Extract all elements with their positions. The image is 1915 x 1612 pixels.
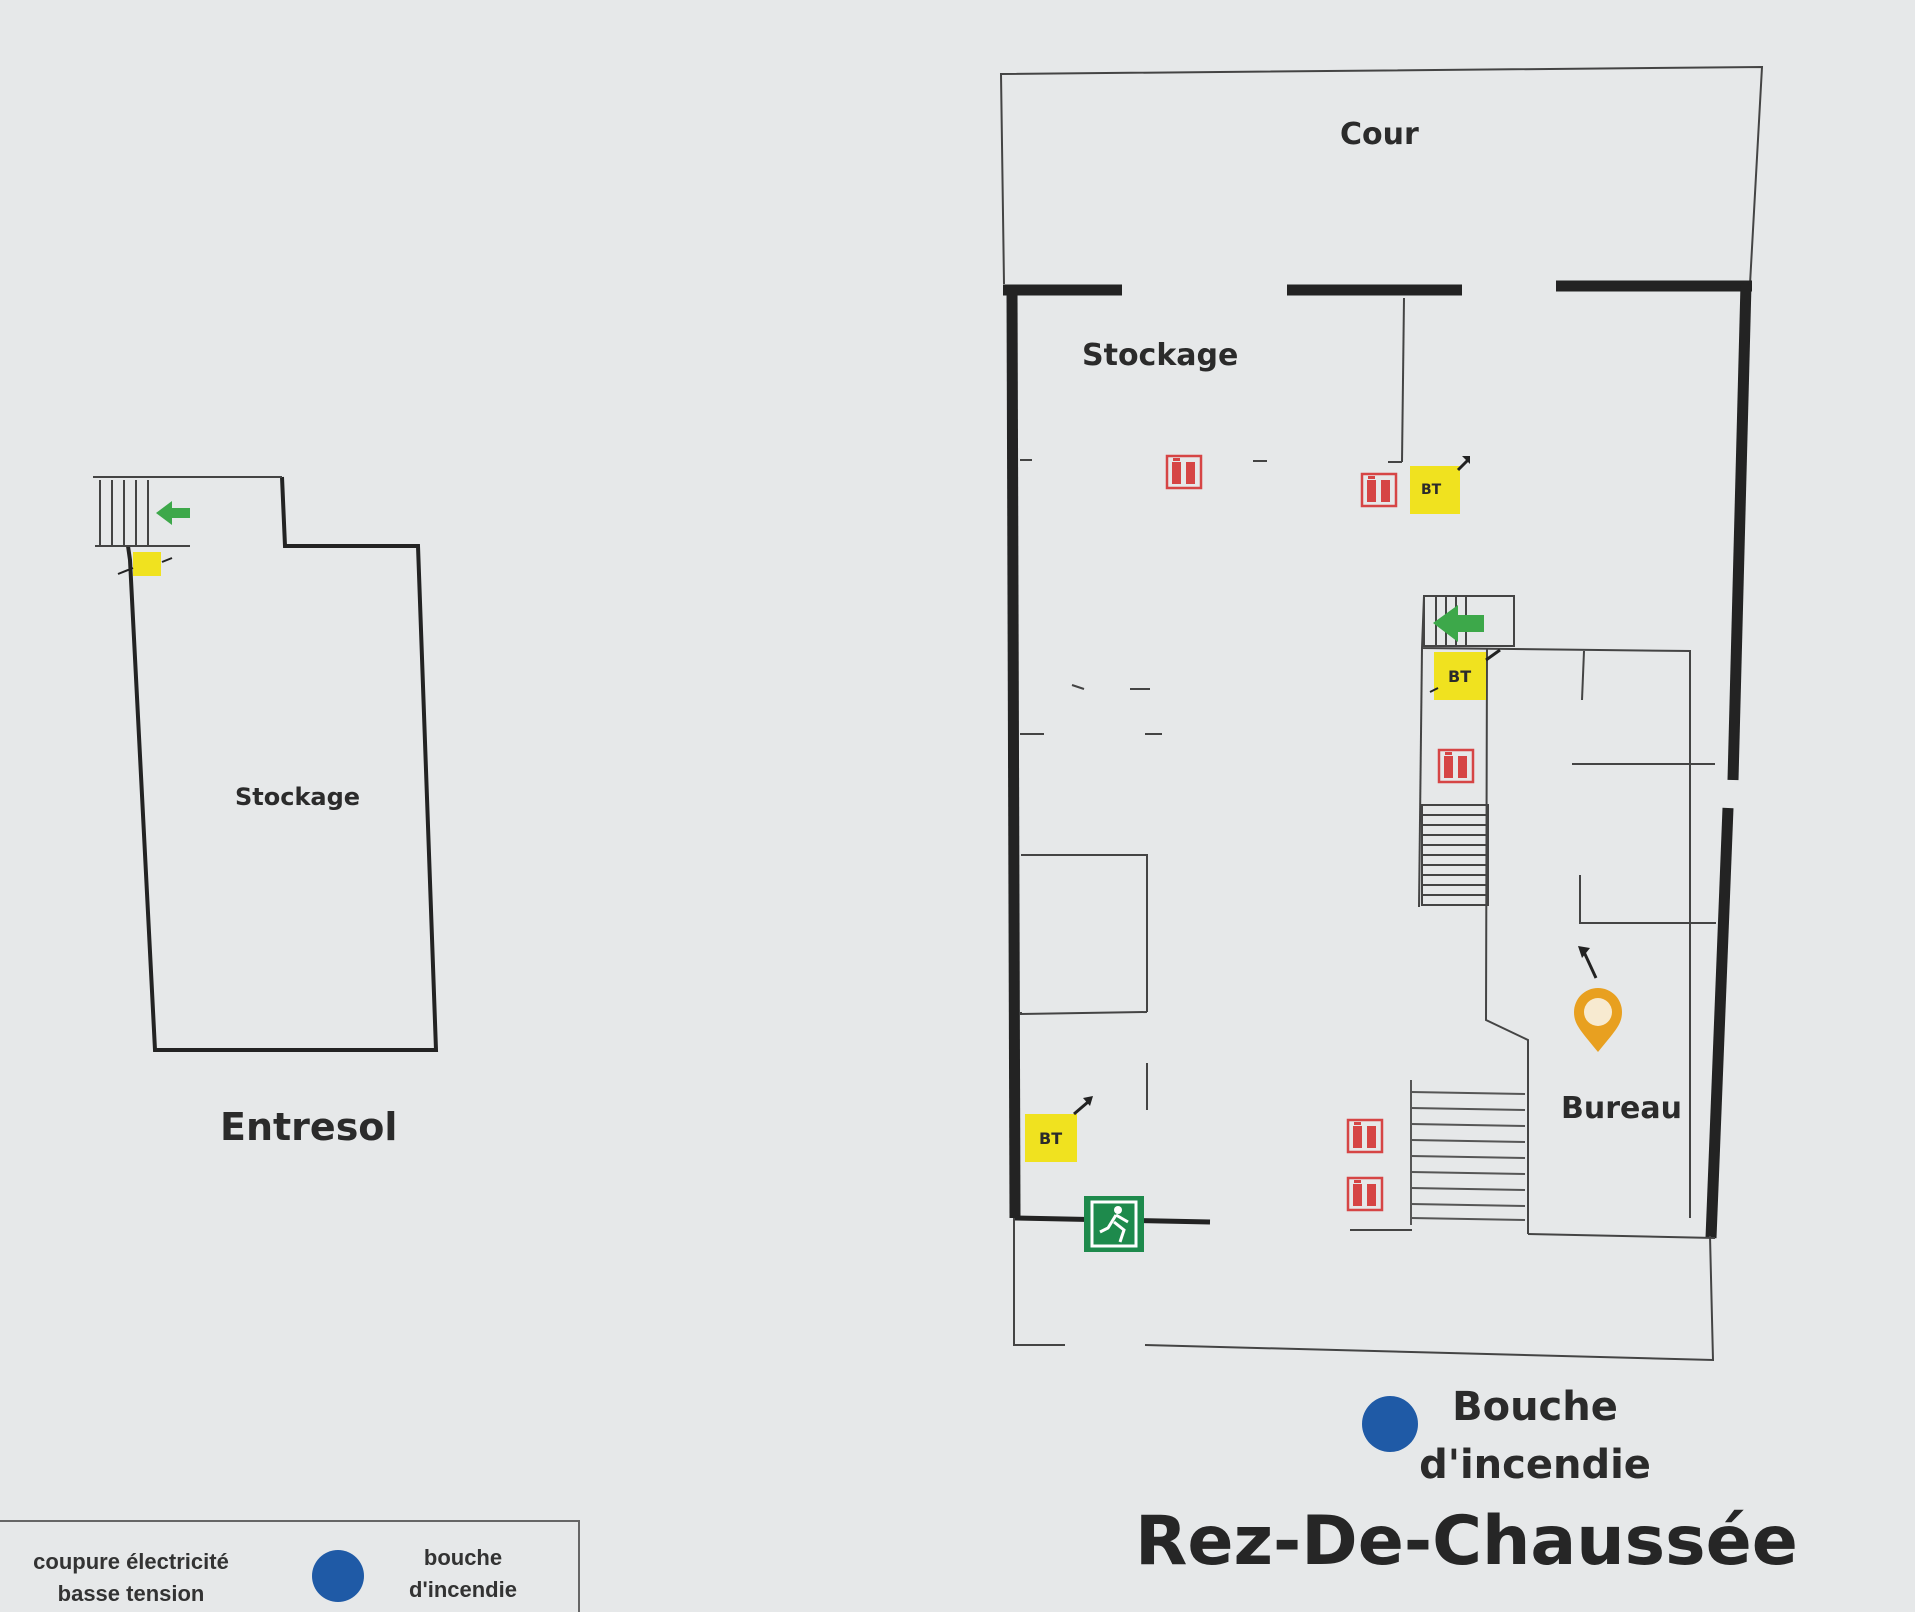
entresol-stairs-icon [99, 480, 149, 545]
room-label-bureau: Bureau [1561, 1091, 1682, 1126]
fire-extinguisher-icon [1165, 454, 1203, 490]
exterior-walls [1003, 280, 1752, 1239]
entresol-floor-label: Entresol [220, 1105, 398, 1149]
rdc-plan [999, 65, 1764, 1362]
floor-title: Rez-De-Chaussée [1135, 1502, 1798, 1581]
legend-item-electric-cutoff: coupure électricité basse tension [6, 1546, 256, 1610]
electric-cutoff-icon [1429, 648, 1501, 700]
fire-extinguisher-icon [1346, 1118, 1384, 1154]
entresol-plan [93, 476, 439, 1052]
room-label-stockage: Stockage [1082, 338, 1239, 373]
bt-label: BT [1448, 667, 1472, 686]
entresol-outline [126, 476, 439, 1052]
fire-extinguisher-icon [1360, 472, 1398, 508]
entresol-green-arrow-icon [156, 501, 190, 525]
rdc-green-arrow-icon [1433, 605, 1484, 642]
location-pin-icon [1574, 946, 1622, 1052]
hydrant-label: Bouche d'incendie [1415, 1378, 1655, 1494]
legend-hydrant-line1: bouche [423, 1545, 503, 1570]
legend-electric-line2: basse tension [57, 1581, 205, 1606]
hydrant-label-line2: d'incendie [1419, 1442, 1651, 1488]
room-label-cour: Cour [1340, 117, 1419, 152]
fire-extinguisher-icon [1437, 748, 1475, 784]
rdc-stairs-lower-icon [1410, 1080, 1526, 1225]
legend-hydrant-line2: d'incendie [409, 1577, 517, 1602]
courtyard-outline [999, 65, 1764, 285]
legend-box: coupure électricité basse tension bouche… [0, 1520, 580, 1612]
rdc-stairs-middle-icon [1421, 804, 1489, 906]
entresol-electric-cutoff-icon [133, 552, 161, 576]
entresol-room-label: Stockage [235, 783, 361, 811]
legend-item-hydrant: bouche d'incendie [388, 1542, 538, 1606]
electric-cutoff-icon [1410, 456, 1470, 514]
hydrant-label-line1: Bouche [1452, 1384, 1618, 1430]
fire-extinguisher-icon [1346, 1176, 1384, 1212]
legend-electric-line1: coupure électricité [33, 1549, 229, 1574]
emergency-exit-icon [1084, 1196, 1144, 1252]
hydrant-dot-icon [1362, 1396, 1418, 1452]
bt-label: BT [1039, 1129, 1063, 1148]
bt-label: BT [1421, 482, 1442, 498]
legend-hydrant-dot-icon [312, 1550, 364, 1602]
electric-cutoff-icon [1025, 1096, 1093, 1162]
